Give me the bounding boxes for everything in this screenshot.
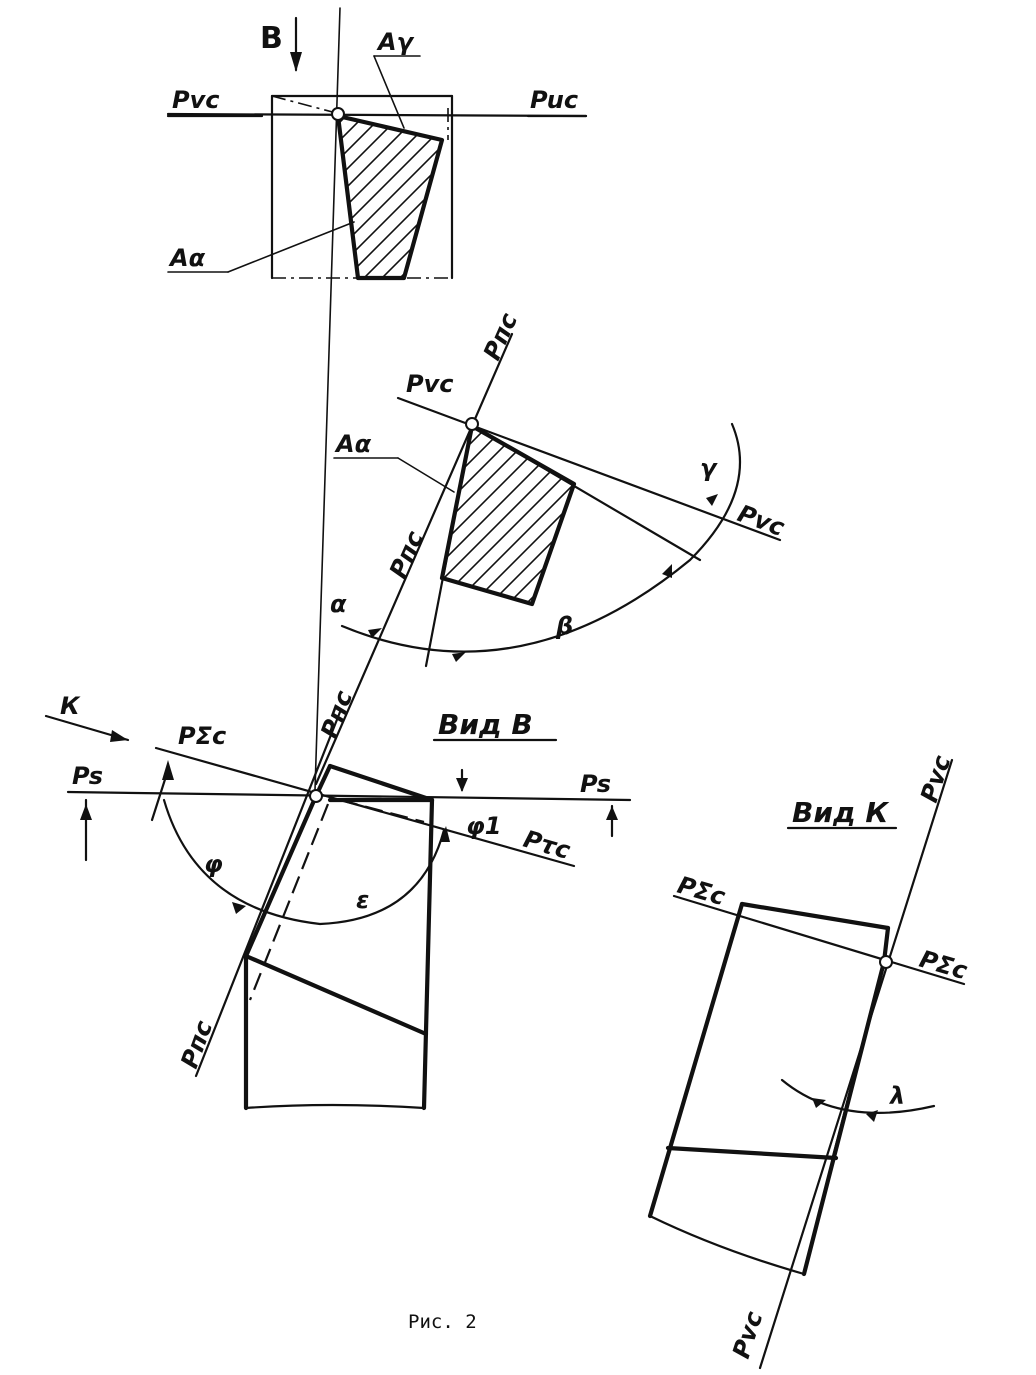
middle-section: Aα Pпc Pпc Pvc Pvc α β γ (60, 309, 1008, 786)
hatch-line (442, 426, 541, 604)
hatch-line (586, 100, 776, 290)
plane-pvc-label-k-bottom: Pvc (727, 1308, 768, 1362)
figure-caption: Рис. 2 (408, 1311, 477, 1333)
hatch-line (473, 426, 574, 604)
plane-pnc-label-plan-bottom: Pпc (175, 1017, 218, 1072)
plane-psigma-label-plan: PΣc (178, 722, 226, 750)
top-section-hatched-profile (335, 113, 445, 281)
hatch-line (780, 410, 990, 620)
hatch-line (455, 426, 574, 604)
hatch-line (204, 410, 414, 620)
view-k: Вид К Pvc Pvc PΣc PΣc λ (647, 752, 970, 1370)
plane-psigma-label-k-right: PΣc (916, 945, 970, 985)
angle-beta-label: β (555, 612, 573, 640)
angle-lambda-label: λ (888, 1082, 905, 1110)
flank-face-label-top: Aα (168, 244, 206, 272)
hatch-line (496, 100, 686, 290)
hatch-line (604, 100, 794, 290)
hatch-line (550, 100, 740, 290)
plane-pvc-label-middle-left: Pvc (406, 370, 453, 398)
flank-face-label-middle: Aα (334, 430, 372, 458)
rake-face-label-top: Aγ (376, 28, 415, 56)
hatch-line (568, 100, 758, 290)
view-arrow-b-label: В (260, 21, 283, 56)
angle-gamma-label: γ (700, 454, 718, 482)
hatch-line (690, 410, 900, 620)
hatch-line (60, 410, 270, 620)
hatch-line (442, 426, 505, 604)
angle-epsilon-label: ε (356, 886, 369, 914)
hatch-line (405, 116, 442, 278)
hatch-line (132, 410, 342, 620)
plane-puc-label-top: Puc (530, 86, 578, 114)
hatch-line (387, 116, 442, 278)
hatch-line (798, 410, 1008, 620)
view-k-title: Вид К (792, 796, 890, 829)
hatch-line (351, 116, 442, 278)
hatch-line (442, 426, 523, 604)
top-section: В Aγ Aα Pvc Puc (46, 7, 830, 791)
hatch-line (114, 410, 324, 620)
hatch-line (441, 116, 442, 278)
plane-pvc-label-k-top: Pvc (915, 752, 956, 806)
hatch-line (442, 426, 574, 604)
view-arrow-k-label: К (60, 692, 81, 720)
hatch-line (96, 410, 306, 620)
plane-pvc-label-top: Pvc (172, 86, 219, 114)
plane-pnc-label-middle-bottom: Pпc (384, 527, 429, 583)
hatch-line (136, 100, 326, 290)
angle-alpha-label: α (330, 590, 347, 618)
hatch-line (509, 426, 574, 604)
hatch-line (527, 426, 574, 604)
hatch-line (442, 426, 574, 604)
plan-view: Вид В К Ps Ps PΣc Pτc Pпc Pпc (44, 687, 632, 1111)
hatch-line (338, 116, 399, 278)
hatch-line (460, 100, 650, 290)
plane-pvc-label-middle-right: Pvc (734, 499, 788, 542)
hatch-line (442, 426, 574, 604)
plane-ps-label-left: Ps (72, 762, 103, 790)
hatch-line (338, 116, 381, 278)
hatch-line (64, 100, 254, 290)
plane-psigma-label-k-left: PΣc (674, 871, 728, 911)
hatch-line (491, 426, 574, 604)
angle-phi1-label: φ1 (466, 812, 501, 840)
hatch-line (369, 116, 442, 278)
hatch-line (150, 410, 360, 620)
plane-ps-label-right: Ps (580, 770, 611, 798)
hatch-line (514, 100, 704, 290)
hatch-line (478, 100, 668, 290)
hatch-line (640, 100, 830, 290)
plane-pnc-label-middle-top: Pпc (478, 309, 523, 365)
hatch-line (338, 116, 442, 278)
angle-phi-label: φ (204, 850, 223, 878)
hatch-line (118, 100, 308, 290)
hatch-line (762, 410, 972, 620)
hatch-line (338, 116, 417, 278)
middle-section-hatched-profile (439, 423, 577, 607)
hatch-line (78, 410, 288, 620)
plane-ptau-label-plan: Pτc (520, 825, 573, 865)
hatch-line (338, 116, 442, 278)
hatch-line (338, 116, 442, 278)
plane-pnc-label-plan-top: Pпc (315, 687, 358, 742)
hatch-line (622, 100, 812, 290)
hatch-line (46, 100, 236, 290)
hatch-line (618, 410, 828, 620)
view-b-title: Вид В (438, 708, 533, 741)
hatch-line (532, 100, 722, 290)
